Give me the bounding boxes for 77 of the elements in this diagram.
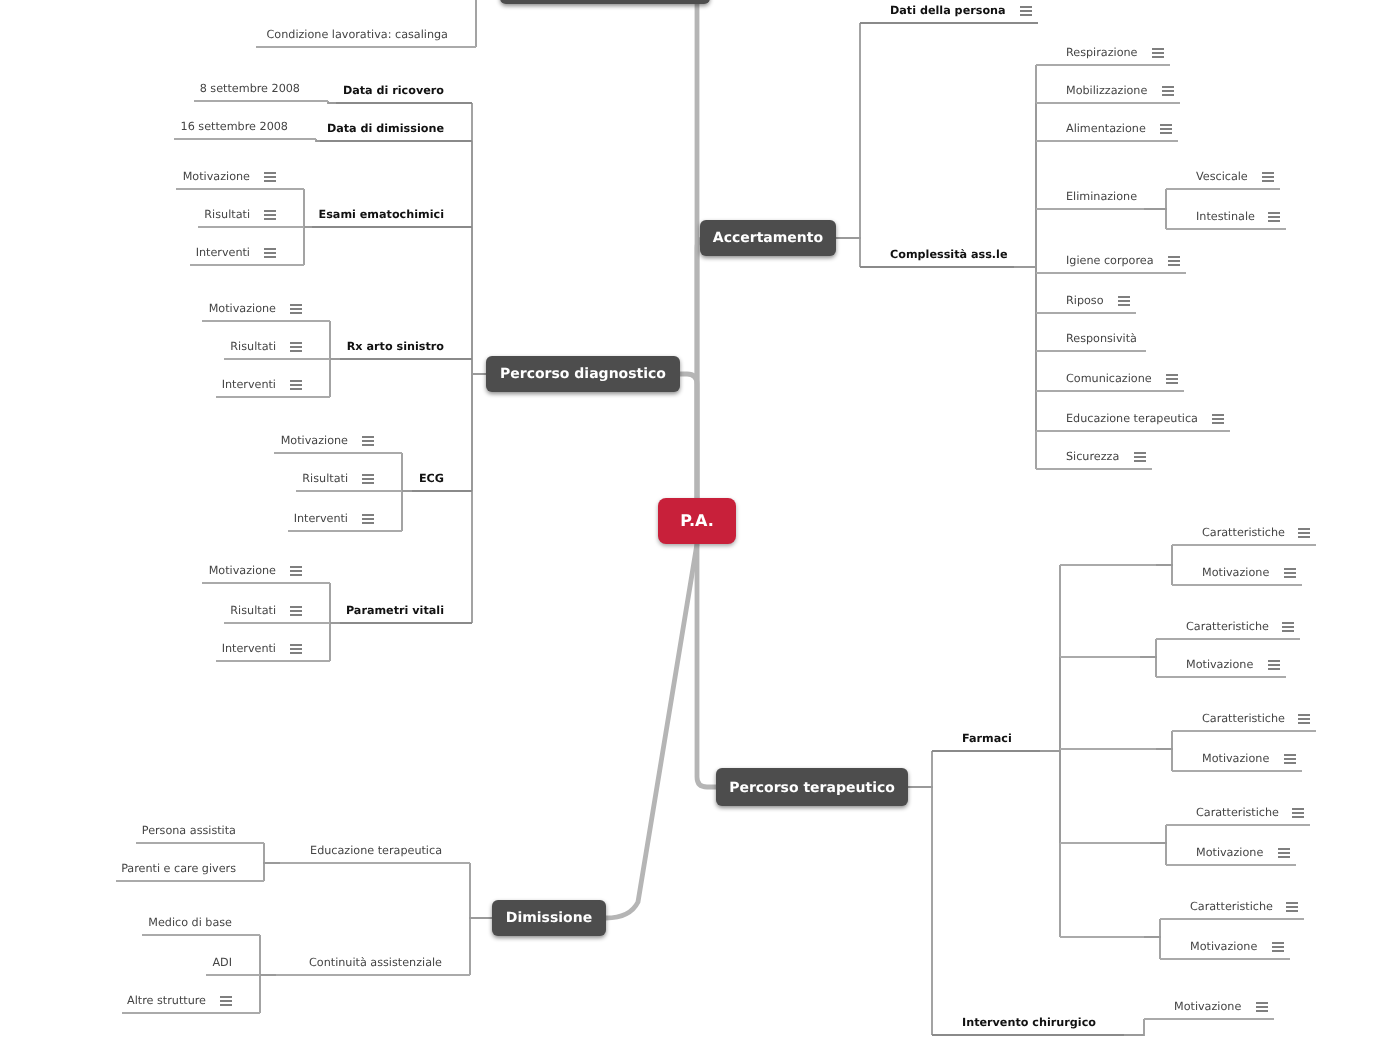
topic-underline [1036, 188, 1144, 210]
connector-line [1149, 842, 1167, 866]
topic-underline [215, 376, 330, 398]
topic-underline [280, 842, 470, 864]
connector-line [605, 543, 700, 921]
topic-underline [1166, 844, 1296, 866]
topic-underline [193, 80, 328, 102]
topic-underline [274, 432, 402, 454]
topic-underline [1036, 370, 1184, 392]
topic-underline [1172, 710, 1317, 732]
topic-underline [860, 246, 1014, 268]
topic-underline [115, 860, 264, 882]
topic-underline [174, 118, 316, 140]
topic-underline [202, 300, 330, 322]
topic-underline [189, 244, 304, 266]
topic-underline [1036, 448, 1152, 470]
connector-line [401, 490, 414, 532]
topic-underline [1144, 998, 1274, 1020]
central-topic: P.A. [658, 498, 736, 544]
topic-underline [121, 992, 260, 1014]
connector-line [327, 100, 338, 104]
topic-underline [224, 338, 330, 360]
topic-underline [339, 602, 472, 624]
topic-underline [932, 730, 1040, 752]
connector-line [680, 371, 700, 498]
topic-underline [932, 1014, 1124, 1036]
topic-underline [1036, 292, 1136, 314]
topic-underline [1172, 564, 1302, 586]
topic-underline [1156, 656, 1286, 678]
topic-underline [1160, 898, 1305, 920]
topic-underline [215, 640, 330, 662]
connector-line [1013, 266, 1037, 470]
connector-line [329, 622, 341, 662]
connector-line [1155, 564, 1173, 586]
topic-underline [1166, 168, 1280, 190]
connector-line [1123, 1018, 1145, 1036]
topic-underline [412, 470, 472, 492]
topic-underline [1036, 82, 1180, 104]
topic-underline [1036, 120, 1178, 142]
topic-underline [198, 206, 304, 228]
topic-underline [1166, 208, 1287, 230]
topic-underline [1036, 252, 1186, 274]
topic-underline [1156, 618, 1301, 640]
topic-underline [1166, 804, 1311, 826]
topic-underline [1172, 524, 1317, 546]
topic-underline [142, 914, 260, 936]
connector-line [259, 974, 277, 1014]
topic-underline [336, 82, 472, 104]
connector-line [694, 544, 716, 790]
topic-underline [276, 954, 470, 976]
connector-line [835, 237, 861, 268]
connector-line [1139, 656, 1157, 678]
connector-line [303, 226, 314, 266]
topic-underline [224, 602, 330, 624]
topic-underline [1172, 750, 1302, 772]
connector-line [1143, 208, 1167, 230]
topic-underline [176, 168, 304, 190]
topic-underline [1036, 410, 1230, 432]
connector-line [1143, 936, 1161, 960]
connector-line [1155, 748, 1173, 772]
connector-line [263, 862, 281, 882]
topic-underline [1160, 938, 1290, 960]
connector-line [907, 786, 933, 1036]
topic-underline [860, 2, 1038, 24]
topic-underline [287, 510, 402, 532]
topic-underline [1036, 330, 1146, 352]
connector-line [315, 138, 322, 142]
topic-underline [206, 954, 260, 976]
topic-underline [1036, 44, 1170, 66]
topic-underline [320, 120, 472, 142]
connector-line [469, 917, 493, 976]
topic-underline [296, 470, 402, 492]
topic-underline [202, 562, 330, 584]
topic-underline [312, 206, 472, 228]
topic-underline [256, 26, 476, 48]
topic-underline [135, 822, 264, 844]
topic-underline [340, 338, 472, 360]
